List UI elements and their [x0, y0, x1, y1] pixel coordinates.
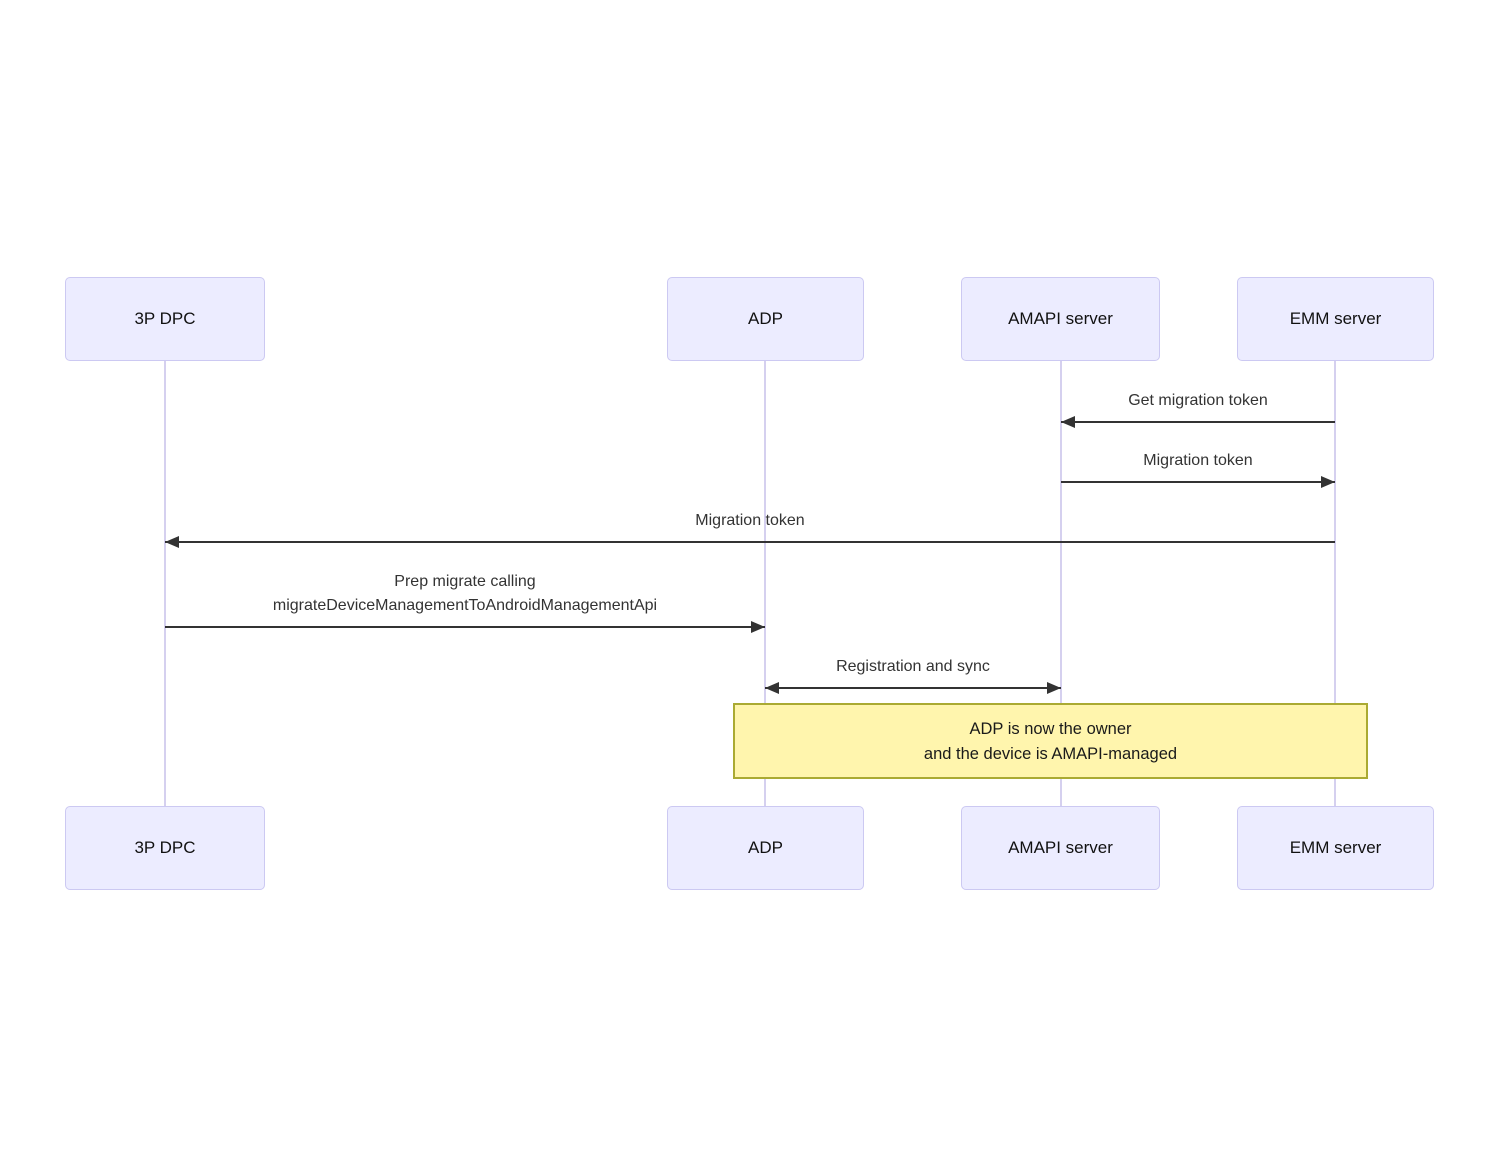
message-get-migration-token: Get migration token [1061, 389, 1335, 428]
actor-label: 3P DPC [134, 309, 196, 328]
actor-bottom-emm-server: EMM server [1237, 806, 1434, 890]
arrowhead-left-icon [165, 536, 179, 548]
message-registration-and-sync: Registration and sync [765, 655, 1061, 694]
message-label-line2: migrateDeviceManagementToAndroidManageme… [272, 597, 658, 614]
note-adp-owner: ADP is now the owner and the device is A… [733, 703, 1368, 779]
message-line [1061, 421, 1335, 423]
message-label: Get migration token [1128, 392, 1268, 409]
message-label: Prep migrate calling migrateDeviceManage… [65, 570, 865, 618]
actor-top-amapi-server: AMAPI server [961, 277, 1160, 361]
arrowhead-left-icon [1061, 416, 1075, 428]
actor-label: ADP [748, 309, 783, 328]
arrowhead-left-icon [765, 682, 779, 694]
actor-bottom-adp: ADP [667, 806, 864, 890]
message-line [165, 626, 765, 628]
lifeline-amapi-server [1060, 361, 1062, 806]
actor-label: 3P DPC [134, 838, 196, 857]
actor-label: EMM server [1289, 309, 1382, 328]
actor-label: AMAPI server [1008, 309, 1113, 328]
actor-top-emm-server: EMM server [1237, 277, 1434, 361]
actor-label: EMM server [1289, 838, 1382, 857]
actor-top-3p-dpc: 3P DPC [65, 277, 265, 361]
actor-bottom-3p-dpc: 3P DPC [65, 806, 265, 890]
message-label: Migration token [1143, 452, 1253, 469]
message-line [765, 687, 1061, 689]
lifeline-3p-dpc [164, 361, 166, 806]
actor-top-adp: ADP [667, 277, 864, 361]
message-label: Registration and sync [836, 658, 990, 675]
lifeline-emm-server [1334, 361, 1336, 806]
arrowhead-right-icon [751, 621, 765, 633]
message-line [165, 541, 1335, 543]
arrowhead-right-icon [1047, 682, 1061, 694]
lifeline-adp [764, 361, 766, 806]
message-prep-migrate: Prep migrate calling migrateDeviceManage… [165, 566, 765, 633]
actor-bottom-amapi-server: AMAPI server [961, 806, 1160, 890]
arrowhead-right-icon [1321, 476, 1335, 488]
actor-label: AMAPI server [1008, 838, 1113, 857]
message-label-line1: Prep migrate calling [394, 573, 536, 590]
note-line1: ADP is now the owner [969, 720, 1132, 738]
message-label: Migration token [695, 512, 805, 529]
message-line [1061, 481, 1335, 483]
message-migration-token-to-emm: Migration token [1061, 449, 1335, 488]
actor-label: ADP [748, 838, 783, 857]
note-line2: and the device is AMAPI-managed [923, 745, 1178, 763]
message-migration-token-to-dpc: Migration token [165, 509, 1335, 548]
